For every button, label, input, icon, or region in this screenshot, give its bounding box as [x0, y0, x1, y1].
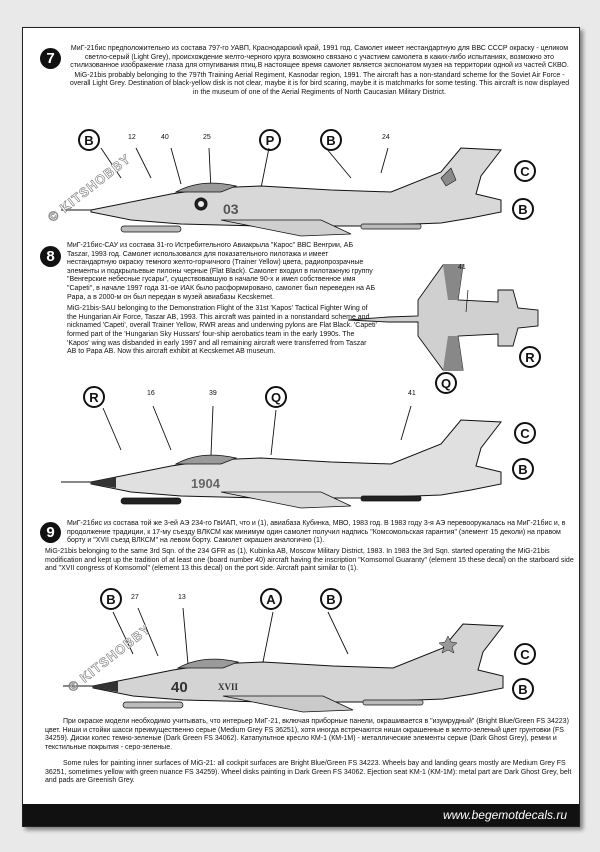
- label-q: Q: [265, 386, 287, 408]
- footer-bar: www.begemotdecals.ru: [23, 804, 579, 826]
- section-7-text: МиГ-21бис предположительно из состава 79…: [67, 45, 572, 98]
- section-9-number: 9: [40, 522, 61, 543]
- label-b: B: [78, 129, 100, 151]
- label-b: B: [512, 678, 534, 700]
- aircraft-9-side-view: 40 XVII: [63, 607, 504, 713]
- label-p: P: [259, 129, 281, 151]
- board-number-7: 03: [223, 201, 239, 217]
- callout-40: 40: [161, 134, 169, 141]
- label-c: C: [514, 643, 536, 665]
- callout-41: 41: [408, 390, 416, 397]
- side-inscription-xvii: XVII: [218, 682, 239, 692]
- label-c: C: [514, 422, 536, 444]
- instruction-sheet: 7 МиГ-21бис предположительно из состава …: [22, 27, 580, 827]
- aircraft-8-side-view: 1904: [61, 405, 502, 509]
- callout-16: 16: [147, 390, 155, 397]
- board-number-8: 1904: [191, 476, 221, 491]
- callout-13: 13: [178, 594, 186, 601]
- label-b: B: [320, 129, 342, 151]
- label-q: Q: [435, 372, 457, 394]
- section-7-en: MiG-21bis probably belonging to the 797t…: [69, 71, 570, 96]
- section-7-ru: МиГ-21бис предположительно из состава 79…: [70, 45, 569, 70]
- board-number-9: 40: [171, 679, 188, 696]
- aircraft-7-side-view: 03: [61, 147, 502, 237]
- callout-41: 41: [458, 264, 466, 271]
- footer-url[interactable]: www.begemotdecals.ru: [442, 808, 567, 822]
- section-9-ru: МиГ-21бис из состава той же 3-ей АЭ 234-…: [67, 520, 566, 545]
- label-b: B: [512, 198, 534, 220]
- callout-27: 27: [131, 594, 139, 601]
- label-c: C: [514, 160, 536, 182]
- notes-ru: При окраске модели необходимо учитывать,…: [45, 718, 569, 751]
- callout-25: 25: [203, 134, 211, 141]
- section-8-number: 8: [40, 246, 61, 267]
- section-8-en: MiG-21bis-SAU belonging to the Demonstra…: [67, 305, 377, 356]
- section-9-en: MiG-21bis belonging to the same 3rd Sqn.…: [45, 548, 574, 573]
- section-8-text: МиГ-21бис-САУ из состава 31-го Истребите…: [67, 242, 377, 357]
- label-b: B: [512, 458, 534, 480]
- label-a: A: [260, 588, 282, 610]
- section-7-number: 7: [40, 48, 61, 69]
- label-b: B: [320, 588, 342, 610]
- aircraft-8-top-view: [347, 264, 539, 371]
- label-b: B: [100, 588, 122, 610]
- section-8-ru: МиГ-21бис-САУ из состава 31-го Истребите…: [67, 242, 376, 301]
- label-r: R: [83, 386, 105, 408]
- callout-24: 24: [382, 134, 390, 141]
- label-r: R: [519, 346, 541, 368]
- callout-39: 39: [209, 390, 217, 397]
- callout-12: 12: [128, 134, 136, 141]
- notes-en: Some rules for painting inner surfaces o…: [45, 760, 572, 785]
